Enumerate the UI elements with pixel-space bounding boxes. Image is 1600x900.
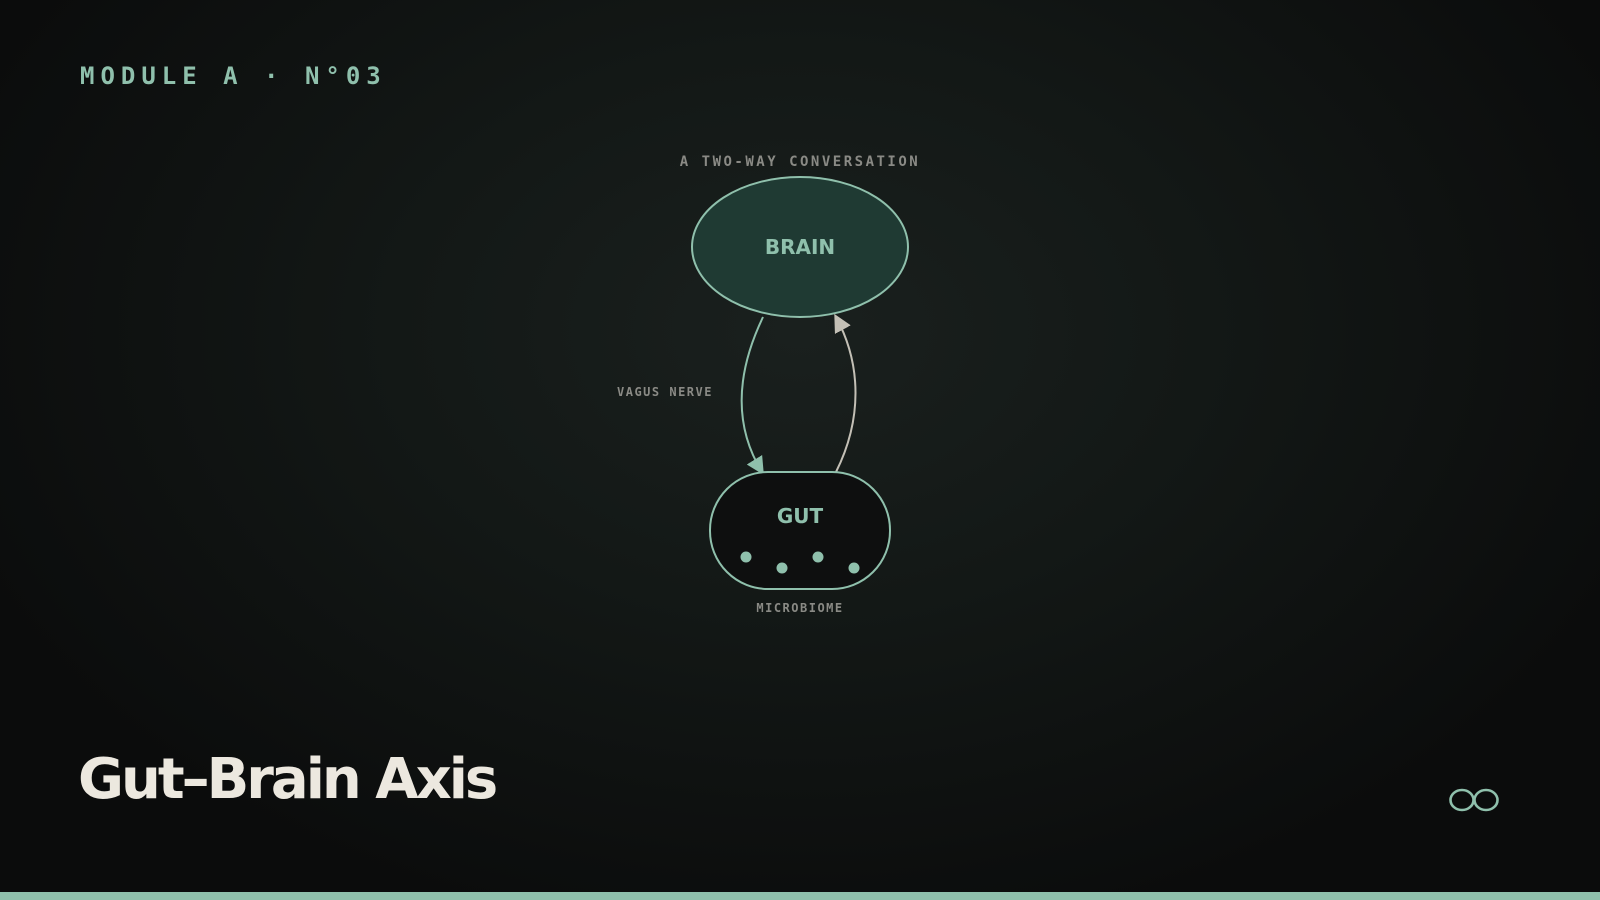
diagram-subtitle: A TWO-WAY CONVERSATION xyxy=(680,154,920,170)
gut-label: GUT xyxy=(777,504,824,528)
brain-node xyxy=(691,176,909,318)
brain-to-gut-arrow xyxy=(740,316,764,476)
infinity-icon xyxy=(1449,788,1499,812)
vagus-nerve-label: VAGUS NERVE xyxy=(617,385,713,399)
microbe-dot xyxy=(776,562,788,574)
gut-to-brain-arrow xyxy=(834,313,857,473)
module-label: MODULE A · N°03 xyxy=(80,62,387,90)
microbe-dot xyxy=(848,562,860,574)
brain-label: BRAIN xyxy=(765,235,835,259)
microbe-dot xyxy=(740,551,752,563)
slide-title: Gut–Brain Axis xyxy=(78,747,498,812)
accent-bar xyxy=(0,892,1600,900)
microbiome-label: MICROBIOME xyxy=(756,601,843,615)
microbe-dot xyxy=(812,551,824,563)
gut-node xyxy=(709,471,891,590)
